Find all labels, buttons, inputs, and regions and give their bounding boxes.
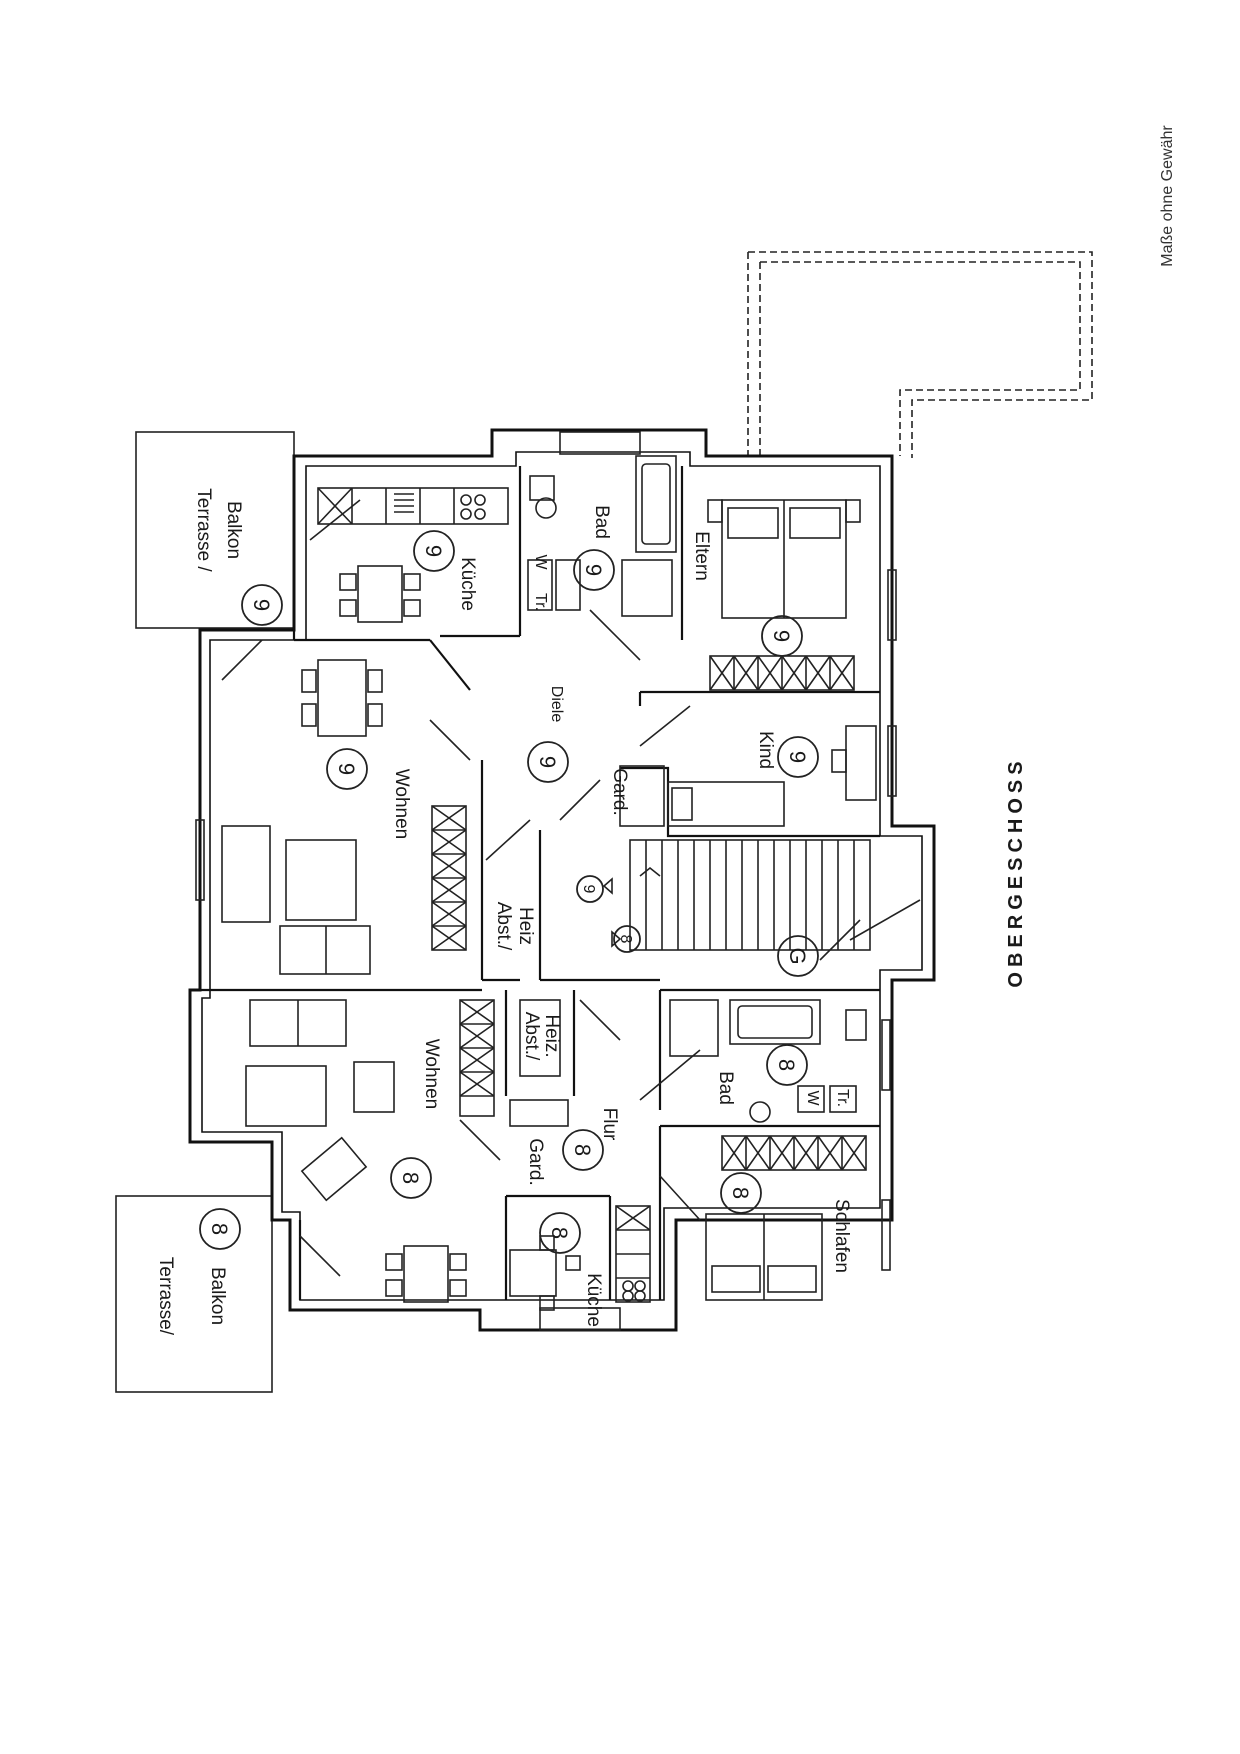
- parents-unit: 9: [769, 630, 794, 642]
- bedroom-8-label: Schlafen: [831, 1199, 852, 1273]
- living-9-label: Wohnen: [391, 769, 412, 839]
- wardrobes: [509, 999, 569, 1127]
- terrace-8: [115, 1195, 273, 1393]
- garage-marker: G: [785, 947, 810, 964]
- bedroom-8-furniture: [705, 1135, 867, 1301]
- living-8-label: Wohnen: [421, 1039, 442, 1109]
- bedroom-8-unit: 8: [728, 1187, 753, 1199]
- bath-9-dryer: Tr.: [532, 593, 549, 611]
- bath-9-label: Bad: [591, 505, 612, 539]
- wardrobe-8-label: Gard.: [525, 1138, 546, 1186]
- kitchen-8-furniture: [509, 1205, 651, 1311]
- floor-title: OBERGESCHOSS: [1005, 756, 1027, 987]
- wardrobe-9-label: Gard.: [609, 768, 630, 816]
- terrace-9-unit: 9: [249, 599, 274, 611]
- interior-walls-apt9: [292, 456, 880, 982]
- outer-wall-inner: [201, 451, 923, 1301]
- kitchen-8-label: Küche: [583, 1273, 604, 1327]
- outdoor-area-outline: [747, 251, 1093, 458]
- windows: [195, 431, 897, 1331]
- staircase: [629, 839, 871, 961]
- bath-8-washer: W: [804, 1090, 821, 1106]
- kitchen-9-label: Küche: [457, 557, 478, 611]
- storage-9-label-2: Heiz: [515, 907, 536, 945]
- hall-9-label: Diele: [548, 686, 565, 723]
- terrace-9-label-2: Balkon: [223, 501, 244, 559]
- living-9-unit: 9: [334, 763, 359, 775]
- kitchen-8-unit: 8: [547, 1227, 572, 1239]
- hall-9-unit: 9: [535, 756, 560, 768]
- bath-8-label: Bad: [715, 1071, 736, 1105]
- living-9-furniture: [221, 659, 467, 975]
- bath-9-unit: 9: [581, 564, 606, 576]
- child-unit: 9: [785, 751, 810, 763]
- parents-bed: [707, 499, 861, 619]
- bath-8-fixtures: [669, 999, 867, 1123]
- bath-9-fixtures: [527, 455, 677, 617]
- outdoor-area-outline-inner: [759, 261, 1081, 456]
- kitchen-9-counter: [317, 487, 509, 525]
- terrace-8-unit: 8: [207, 1223, 232, 1235]
- parents-wardrobe: [709, 655, 855, 691]
- kitchen-9-unit: 9: [421, 545, 446, 557]
- storage-8-label-2: Heiz.: [541, 1014, 562, 1057]
- bath-8-dryer: Tr.: [834, 1089, 851, 1107]
- kitchen-9-table: [339, 565, 421, 623]
- terrace-8-label-1: Terrasse/: [155, 1257, 176, 1336]
- bath-9-washer: W: [532, 554, 549, 570]
- living-8-furniture: [245, 999, 495, 1303]
- storage-8-label-1: Abst./: [521, 1012, 542, 1061]
- hall-8-label: Flur: [599, 1108, 620, 1141]
- terrace-9-label-1: Terrasse /: [193, 488, 214, 572]
- interior-walls-apt8: [190, 988, 880, 1300]
- door-swings: [221, 499, 921, 1277]
- disclaimer-note: Maße ohne Gewähr: [1159, 125, 1176, 267]
- terrace-8-label-2: Balkon: [207, 1267, 228, 1325]
- child-furniture: [619, 725, 877, 827]
- living-8-unit: 8: [398, 1172, 423, 1184]
- unit-markers: [199, 530, 819, 1254]
- outer-wall: [188, 428, 936, 1332]
- stair-upper-unit: 9: [580, 885, 597, 894]
- parents-label: Eltern: [691, 531, 712, 581]
- child-label: Kind: [755, 731, 776, 769]
- stair-arrows: [602, 877, 622, 948]
- bath-8-unit: 8: [774, 1059, 799, 1071]
- storage-9-label-1: Abst./: [493, 902, 514, 951]
- hall-8-unit: 8: [570, 1144, 595, 1156]
- stair-lower-unit: 8: [617, 935, 634, 944]
